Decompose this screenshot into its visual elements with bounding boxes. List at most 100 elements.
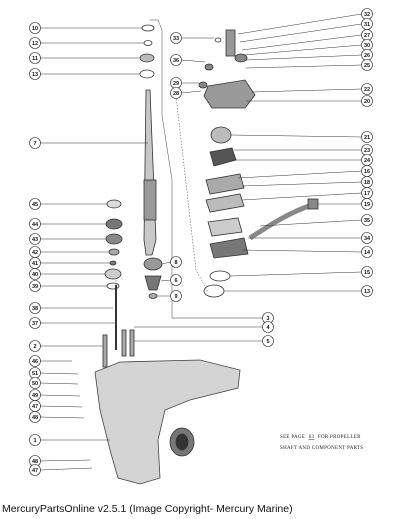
left-callout-11: 11 (29, 52, 139, 64)
callout-number: 23 (364, 148, 370, 154)
right-callout-20: 20 (246, 95, 373, 107)
callout-circle (29, 68, 41, 80)
callout-circle (29, 218, 41, 230)
left-callout-45: 45 (29, 198, 107, 210)
right-callout-15: 15 (229, 266, 373, 278)
right-callout-22: 22 (251, 83, 373, 95)
right-callout-21: 21 (230, 131, 373, 143)
center-callout-36: 36 (170, 54, 206, 66)
left-callout-1: 1 (29, 434, 110, 446)
callout-circle (262, 335, 274, 347)
callout-leader-line (237, 170, 362, 179)
right-callout-26: 26 (245, 49, 373, 61)
callout-leader-line (40, 459, 91, 462)
callout-number: 19 (364, 202, 370, 208)
callout-number: 5 (266, 339, 269, 345)
callout-number: 29 (173, 81, 179, 87)
callout-number: 51 (32, 371, 38, 377)
callout-number: 7 (33, 141, 36, 147)
callout-number: 45 (32, 202, 38, 208)
callout-number: 4 (266, 325, 270, 331)
see-page-note: SEE PAGE 63 FOR PROPELLER SHAFT AND COMP… (280, 435, 363, 451)
right-callout-27: 27 (241, 29, 373, 51)
callout-number: 37 (32, 321, 38, 327)
left-callout-37: 37 (29, 317, 116, 329)
center-callout-8: 8 (161, 256, 182, 268)
callout-leader-line (241, 192, 362, 201)
callout-leader-line (241, 181, 362, 187)
callout-circle (170, 290, 182, 302)
right-callout-35: 35 (259, 214, 373, 227)
center-callout-28: 28 (170, 87, 202, 99)
callout-circle (361, 59, 373, 71)
callout-number: 48 (32, 415, 38, 421)
callout-leader-line (229, 271, 362, 277)
callout-number: 14 (364, 250, 371, 256)
callout-number: 47 (32, 468, 38, 474)
right-callout-13: 13 (224, 285, 373, 297)
callout-number: 18 (364, 180, 370, 186)
callout-leader-line (181, 90, 202, 94)
note-page-number: 63 (309, 435, 315, 440)
callout-number: 8 (174, 260, 177, 266)
callout-number: 22 (364, 87, 370, 93)
note-line-1-suffix: FOR PROPELLER (318, 435, 361, 440)
callout-number: 26 (364, 53, 370, 59)
callout-leader-line (160, 279, 171, 282)
callout-circle (29, 464, 41, 476)
right-callout-31: 31 (239, 18, 373, 43)
callout-leader-line (40, 467, 93, 471)
callout-leader-line (40, 382, 79, 385)
center-callout-3: 3 (172, 312, 274, 324)
callout-number: 48 (32, 459, 38, 465)
center-callout-9: 9 (157, 290, 182, 302)
right-callout-18: 18 (241, 176, 373, 188)
callout-number: 50 (32, 381, 38, 387)
left-callout-40: 40 (29, 268, 105, 280)
center-callout-5: 5 (134, 335, 274, 347)
right-callout-32: 32 (237, 8, 373, 35)
callout-circle (29, 434, 41, 446)
note-line-2: SHAFT AND COMPONENT PARTS (280, 446, 363, 451)
callout-circle (29, 22, 41, 34)
callout-leader-line (239, 23, 362, 43)
callout-number: 15 (364, 270, 370, 276)
left-callout-47: 47 (29, 464, 93, 476)
right-callout-24: 24 (232, 154, 373, 166)
callout-circle (29, 280, 41, 292)
callout-number: 41 (32, 261, 38, 267)
callout-number: 13 (32, 72, 38, 78)
callout-leader-line (241, 34, 362, 51)
callout-number: 33 (173, 36, 179, 42)
left-callout-39: 39 (29, 280, 107, 292)
callout-number: 46 (32, 359, 38, 365)
callout-circle (170, 256, 182, 268)
callout-circle (361, 246, 373, 258)
callout-leader-line (161, 261, 171, 265)
callout-number: 31 (364, 22, 370, 28)
callout-leader-line (40, 372, 79, 375)
callout-circle (29, 268, 41, 280)
callout-number: 28 (173, 91, 179, 97)
callout-leader-line (245, 64, 362, 69)
callout-number: 9 (174, 294, 177, 300)
left-callout-2: 2 (29, 340, 103, 352)
callout-number: 10 (32, 26, 38, 32)
callout-number: 34 (364, 236, 371, 242)
center-callout-4: 4 (134, 321, 274, 333)
callout-number: 42 (32, 250, 38, 256)
callout-circle (361, 198, 373, 210)
callout-leader-line (40, 416, 85, 419)
callout-number: 40 (32, 272, 38, 278)
left-callout-44: 44 (29, 218, 106, 230)
callout-number: 11 (32, 56, 38, 62)
callout-leader-line (230, 134, 362, 138)
callout-circle (29, 411, 41, 423)
right-callout-34: 34 (248, 232, 373, 244)
callout-number: 47 (32, 404, 38, 410)
callout-circle (361, 266, 373, 278)
callout-circle (361, 232, 373, 244)
right-callout-14: 14 (241, 246, 373, 258)
right-callout-17: 17 (241, 187, 373, 201)
parts-drawing (94, 24, 319, 485)
